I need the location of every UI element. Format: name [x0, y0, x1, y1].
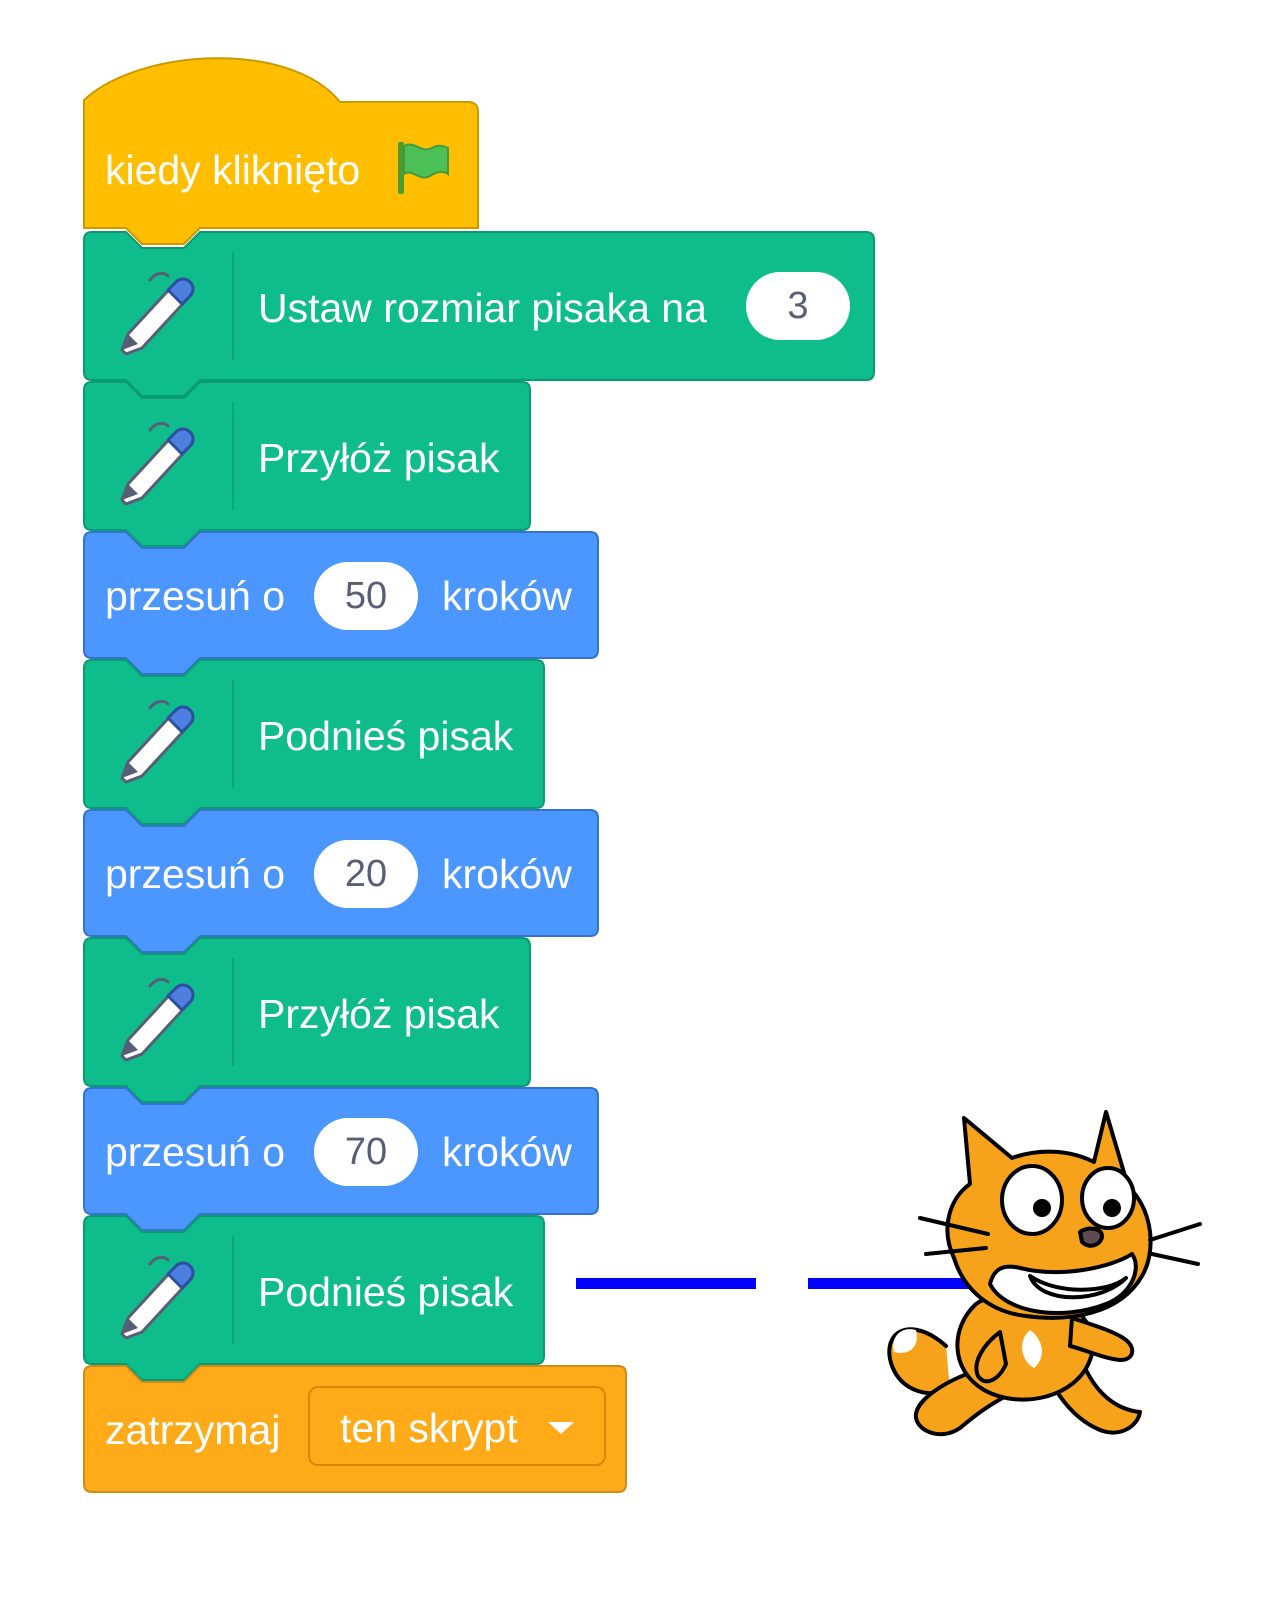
block-label: przesuń o	[105, 573, 286, 619]
block-pen-down-1[interactable]	[83, 381, 531, 547]
stop-option-value: ten skrypt	[340, 1405, 518, 1451]
block-divider	[232, 1236, 234, 1344]
block-label: Przyłóż pisak	[258, 435, 500, 481]
pen-icon	[112, 270, 204, 367]
block-label: przesuń o	[105, 1129, 286, 1175]
pen-icon	[112, 698, 204, 795]
steps-input[interactable]: 70	[314, 1118, 418, 1186]
block-label: Przyłóż pisak	[258, 991, 500, 1037]
block-label: Podnieś pisak	[258, 713, 514, 759]
steps-input[interactable]: 50	[314, 562, 418, 630]
pen-icon	[112, 976, 204, 1073]
stop-label: zatrzymaj	[105, 1407, 281, 1453]
steps-input[interactable]: 20	[314, 840, 418, 908]
block-divider	[232, 252, 234, 360]
hat-label: kiedy kliknięto	[105, 147, 361, 193]
stop-option-dropdown[interactable]: ten skrypt	[308, 1386, 606, 1466]
block-stop-script[interactable]	[83, 1365, 627, 1493]
block-divider	[232, 958, 234, 1066]
line-segment-2	[808, 1278, 988, 1289]
line-segment-1	[576, 1278, 756, 1289]
block-suffix: kroków	[442, 573, 572, 619]
block-set-pen-size[interactable]	[83, 231, 875, 397]
block-suffix: kroków	[442, 1129, 572, 1175]
block-pen-up-1[interactable]	[83, 659, 545, 825]
block-pen-down-2[interactable]	[83, 937, 531, 1103]
pen-icon	[112, 420, 204, 517]
chevron-down-icon	[548, 1422, 574, 1434]
block-divider	[232, 680, 234, 788]
block-pen-up-2[interactable]	[83, 1215, 545, 1381]
scratch-cat-sprite[interactable]	[880, 1108, 1210, 1468]
pen-size-input[interactable]: 3	[746, 272, 850, 340]
hat-block-when-flag-clicked[interactable]	[83, 57, 479, 245]
block-divider	[232, 402, 234, 510]
drawn-pen-line	[576, 1278, 988, 1289]
block-label: przesuń o	[105, 851, 286, 897]
block-label: Ustaw rozmiar pisaka na	[258, 285, 707, 331]
block-suffix: kroków	[442, 851, 572, 897]
pen-icon	[112, 1254, 204, 1351]
green-flag-icon	[396, 140, 452, 201]
block-label: Podnieś pisak	[258, 1269, 514, 1315]
